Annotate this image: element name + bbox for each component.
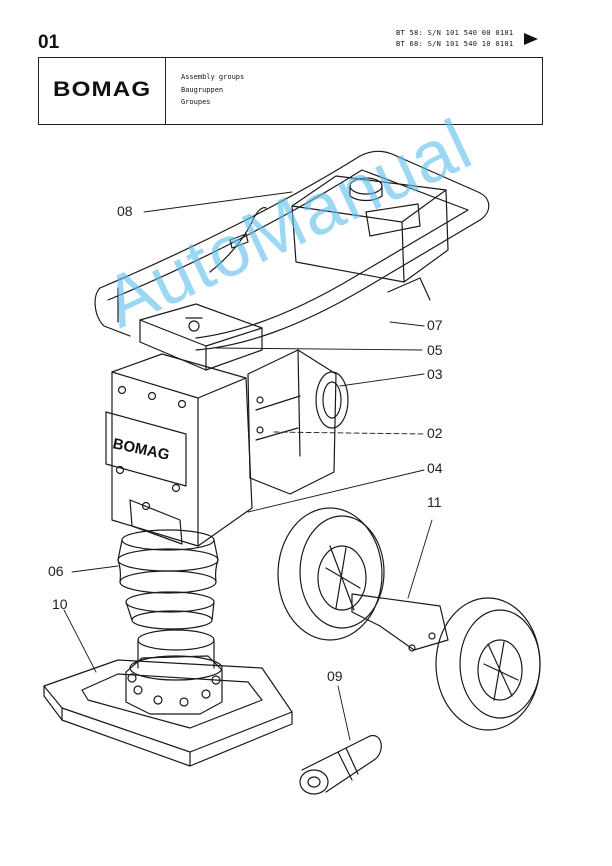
callout-09: 09 (327, 668, 343, 684)
group-title-de: Baugruppen (181, 85, 224, 94)
group-titles: Assembly groups Baugruppen Groupes (181, 71, 244, 109)
arrow-right-icon (524, 33, 538, 45)
title-divider (165, 58, 166, 124)
serial-bt68: BT 68: S/N 101 540 10 0101 (396, 40, 514, 48)
baseplate (43, 659, 293, 767)
wheel-kit (277, 507, 541, 731)
callout-11: 11 (427, 494, 442, 510)
housing-logo: BOMAG (111, 435, 171, 464)
foot-assembly (125, 629, 223, 715)
upper-housing: BOMAG (105, 353, 253, 547)
mount-plate (139, 303, 263, 371)
bomag-logo: BOMAG (53, 78, 152, 101)
callout-02: 02 (427, 425, 443, 441)
callout-07: 07 (427, 317, 443, 333)
small-part (299, 734, 382, 795)
callout-06: 06 (48, 563, 64, 579)
callout-10: 10 (52, 596, 68, 612)
callout-04: 04 (427, 460, 443, 476)
group-title-fr: Groupes (181, 98, 211, 106)
serial-numbers: BT 58: S/N 101 540 00 0101 BT 68: S/N 10… (396, 28, 513, 50)
page-number: 01 (38, 32, 60, 53)
throttle-cable (209, 207, 267, 273)
title-block: BOMAG Assembly groups Baugruppen Groupes (38, 57, 543, 125)
callout-08: 08 (117, 203, 133, 219)
bellows (117, 529, 219, 630)
callout-05: 05 (427, 342, 443, 358)
callout-03: 03 (427, 366, 443, 382)
group-title-en: Assembly groups (181, 73, 245, 81)
engine-block (247, 349, 349, 495)
leader-lines (63, 191, 433, 741)
fuel-tank (291, 175, 449, 283)
handle-frame (94, 150, 490, 351)
serial-bt58: BT 58: S/N 101 540 00 0101 (396, 29, 514, 37)
